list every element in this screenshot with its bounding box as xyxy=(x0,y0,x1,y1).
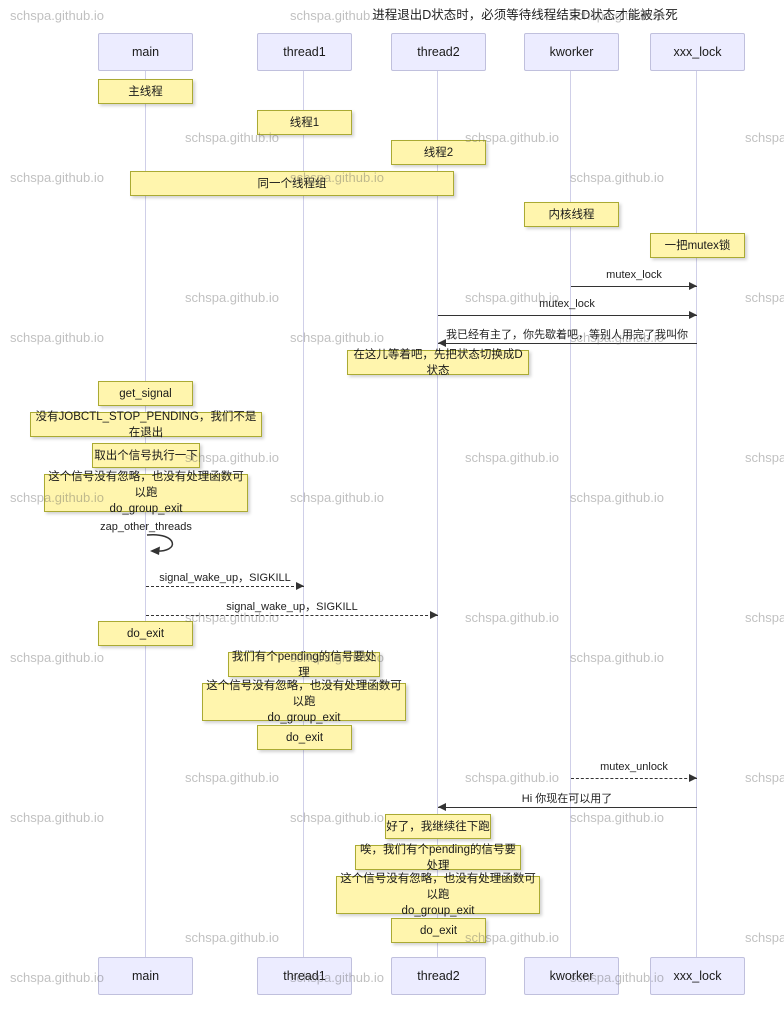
note-thread2: 线程2 xyxy=(391,140,486,165)
lifeline-xxx-lock xyxy=(696,71,697,957)
lifeline-main xyxy=(145,71,146,957)
note-do-exit-thread1: do_exit xyxy=(257,725,352,750)
watermark-text: schspa.github.io xyxy=(570,650,664,665)
actor-bottom-thread1: thread1 xyxy=(257,957,352,995)
watermark-text: schspa.github.io xyxy=(290,8,384,23)
note-wait-here-d-state: 在这儿等着吧，先把状态切换成D状态 xyxy=(347,349,529,377)
message-label: signal_wake_up，SIGKILL xyxy=(159,572,291,584)
actor-top-main: main xyxy=(98,33,193,71)
note-pending-signal-thread2: 唉，我们有个pending的信号要处理 xyxy=(355,844,521,872)
message-line xyxy=(146,615,438,616)
watermark-text: schspa.github.io xyxy=(10,170,104,185)
arrowhead-left-icon xyxy=(438,803,446,811)
note-do-group-exit-thread1: 这个信号没有忽略，也没有处理函数可以跑 do_group_exit xyxy=(202,680,406,724)
watermark-text: schspa.github.io xyxy=(745,770,784,785)
message-label: 我已经有主了，你先歇着吧，等别人用完了我叫你 xyxy=(446,329,688,341)
self-loop-curve-icon xyxy=(146,534,174,555)
message-line xyxy=(146,586,304,587)
note-do-exit-thread2: do_exit xyxy=(391,918,486,943)
note-a-mutex-lock: 一把mutex锁 xyxy=(650,233,745,258)
watermark-text: schspa.github.io xyxy=(745,450,784,465)
arrowhead-right-icon xyxy=(689,311,697,319)
watermark-text: schspa.github.io xyxy=(185,930,279,945)
watermark-text: schspa.github.io xyxy=(290,810,384,825)
watermark-text: schspa.github.io xyxy=(465,610,559,625)
arrowhead-right-icon xyxy=(689,774,697,782)
arrowhead-left-icon xyxy=(438,339,446,347)
message-line xyxy=(438,315,697,316)
watermark-text: schspa.github.io xyxy=(10,970,104,985)
arrowhead-right-icon xyxy=(296,582,304,590)
watermark-text: schspa.github.io xyxy=(745,610,784,625)
note-do-group-exit-main: 这个信号没有忽略，也没有处理函数可以跑 do_group_exit xyxy=(44,471,248,515)
actor-bottom-main: main xyxy=(98,957,193,995)
watermark-text: schspa.github.io xyxy=(10,810,104,825)
actor-top-xxx-lock: xxx_lock xyxy=(650,33,745,71)
watermark-text: schspa.github.io xyxy=(570,170,664,185)
note-do-group-exit-thread2: 这个信号没有忽略，也没有处理函数可以跑 do_group_exit xyxy=(336,873,540,917)
note-same-thread-group: 同一个线程组 xyxy=(130,171,454,196)
arrowhead-right-icon xyxy=(689,282,697,290)
lifeline-thread1 xyxy=(303,71,304,957)
actor-bottom-thread2: thread2 xyxy=(391,957,486,995)
watermark-text: schspa.github.io xyxy=(10,650,104,665)
message-line xyxy=(571,778,697,779)
note-take-signal: 取出个信号执行一下 xyxy=(92,443,200,468)
note-continue-running: 好了，我继续往下跑 xyxy=(385,814,491,839)
message-line xyxy=(571,286,697,287)
lifeline-kworker xyxy=(570,71,571,957)
watermark-text: schspa.github.io xyxy=(290,330,384,345)
arrowhead-right-icon xyxy=(430,611,438,619)
actor-bottom-kworker: kworker xyxy=(524,957,619,995)
lifeline-thread2 xyxy=(437,71,438,957)
message-label: signal_wake_up，SIGKILL xyxy=(226,601,358,613)
note-kernel-thread: 内核线程 xyxy=(524,202,619,227)
message-line xyxy=(438,807,697,808)
actor-top-thread2: thread2 xyxy=(391,33,486,71)
note-do-exit-main: do_exit xyxy=(98,621,193,646)
watermark-text: schspa.github.io xyxy=(10,8,104,23)
watermark-text: schspa.github.io xyxy=(570,810,664,825)
watermark-text: schspa.github.io xyxy=(745,130,784,145)
watermark-text: schspa.github.io xyxy=(570,490,664,505)
watermark-text: schspa.github.io xyxy=(465,770,559,785)
message-label: Hi 你现在可以用了 xyxy=(521,793,613,805)
watermark-text: schspa.github.io xyxy=(185,770,279,785)
actor-top-kworker: kworker xyxy=(524,33,619,71)
watermark-text: schspa.github.io xyxy=(10,330,104,345)
note-no-jobctl-stop-pending: 没有JOBCTL_STOP_PENDING，我们不是在退出 xyxy=(30,411,262,439)
message-label: mutex_unlock xyxy=(600,761,668,773)
note-get-signal: get_signal xyxy=(98,381,193,406)
diagram-title: 进程退出D状态时，必须等待线程结束D状态才能被杀死 xyxy=(372,8,678,22)
watermark-text: schspa.github.io xyxy=(745,930,784,945)
message-label: mutex_lock xyxy=(539,298,595,310)
message-label: mutex_lock xyxy=(606,269,662,281)
message-label: zap_other_threads xyxy=(100,521,192,533)
message-line xyxy=(438,343,697,344)
actor-bottom-xxx-lock: xxx_lock xyxy=(650,957,745,995)
note-main-thread: 主线程 xyxy=(98,79,193,104)
watermark-text: schspa.github.io xyxy=(185,290,279,305)
watermark-text: schspa.github.io xyxy=(290,490,384,505)
note-thread1: 线程1 xyxy=(257,110,352,135)
watermark-text: schspa.github.io xyxy=(745,290,784,305)
actor-top-thread1: thread1 xyxy=(257,33,352,71)
watermark-text: schspa.github.io xyxy=(465,450,559,465)
note-pending-signal-thread1: 我们有个pending的信号要处理 xyxy=(228,651,380,679)
